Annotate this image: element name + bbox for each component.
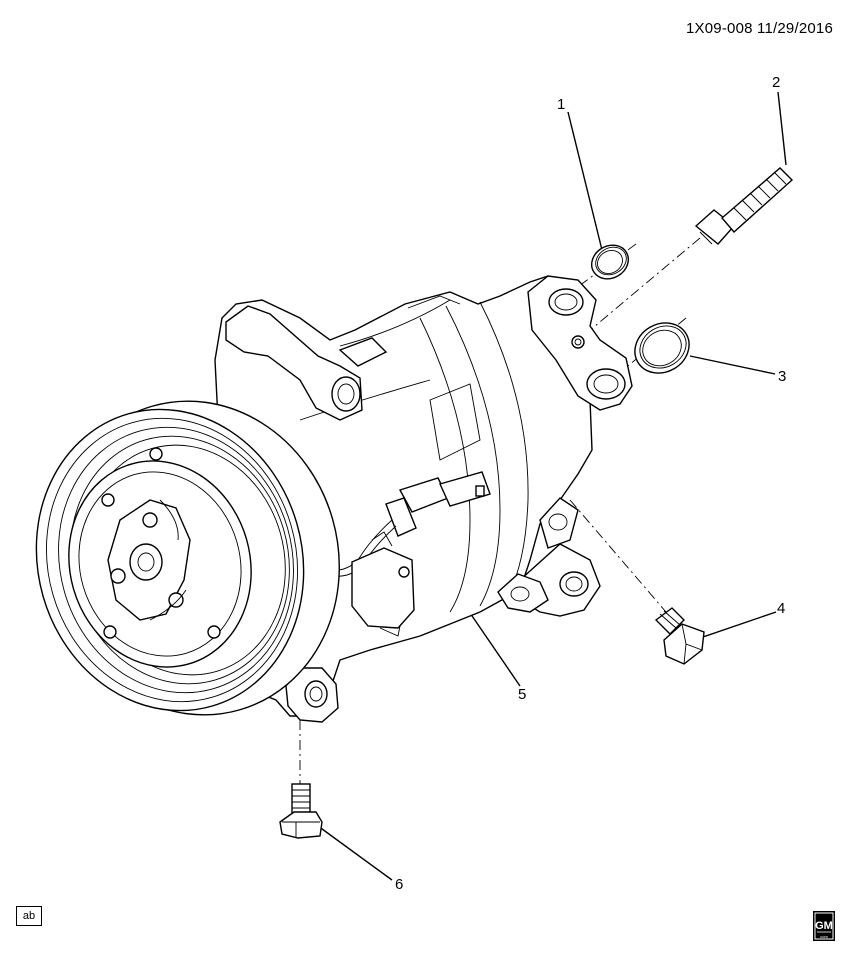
stud-hole bbox=[571, 335, 585, 349]
bolt-shank bbox=[291, 783, 311, 815]
hub-hole-1 bbox=[168, 592, 184, 608]
hub-rivet-1 bbox=[149, 447, 163, 461]
lower-bracket-hole bbox=[559, 571, 589, 597]
gm-logo-sub: com bbox=[820, 934, 828, 939]
discharge-port-inner bbox=[593, 374, 619, 394]
diagram-id: 1X09-008 11/29/2016 bbox=[686, 20, 833, 37]
part-3-seal bbox=[634, 322, 690, 374]
seal-1-mid bbox=[595, 246, 627, 276]
callout-1: 1 bbox=[557, 96, 566, 113]
part-2-stud bbox=[694, 167, 794, 245]
mount-hole-top-inner bbox=[337, 383, 355, 405]
hub-rivet-3 bbox=[103, 625, 117, 639]
electrical-connector bbox=[329, 471, 491, 637]
hub-arc-1 bbox=[159, 499, 179, 541]
connector-lug bbox=[497, 573, 549, 613]
ab-label: ab bbox=[16, 906, 42, 926]
leader-3 bbox=[689, 355, 776, 375]
seal-3-inner bbox=[642, 329, 682, 367]
seal-3-outer bbox=[634, 322, 690, 374]
gm-logo-box bbox=[813, 911, 835, 941]
valve-hex-edges bbox=[681, 623, 703, 665]
callout-4: 4 bbox=[777, 600, 786, 617]
manifold-plate bbox=[527, 275, 633, 411]
gm-logo: GM com bbox=[813, 911, 835, 941]
callout-2: 2 bbox=[772, 74, 781, 91]
axis-valve bbox=[569, 499, 667, 613]
top-ridge bbox=[407, 295, 461, 309]
callout-5: 5 bbox=[518, 686, 527, 703]
mount-hole-bottom-inner bbox=[309, 686, 323, 702]
leader-4 bbox=[699, 611, 777, 639]
gm-logo-letters: GM bbox=[815, 920, 833, 932]
clutch-plate-ring bbox=[78, 471, 242, 657]
mount-hole-bottom bbox=[304, 680, 328, 708]
solenoid-bracket bbox=[351, 547, 415, 629]
part-6-bolt bbox=[279, 783, 323, 839]
clutch-pulley bbox=[35, 400, 340, 716]
pulley-groove-2 bbox=[58, 426, 294, 694]
pulley-groove-1 bbox=[46, 417, 298, 703]
lower-bosses bbox=[285, 497, 601, 723]
hub-hole-2 bbox=[142, 512, 158, 528]
discharge-port bbox=[586, 368, 626, 400]
connector-clip bbox=[371, 531, 393, 547]
top-boss bbox=[338, 337, 388, 367]
valve-threads bbox=[659, 610, 681, 629]
seal-1-outer bbox=[591, 244, 629, 280]
leader-2 bbox=[777, 91, 787, 166]
leader-1 bbox=[567, 111, 603, 251]
gm-logo-frame bbox=[814, 912, 834, 940]
bolt-head-edges bbox=[282, 821, 320, 838]
suction-port-inner bbox=[554, 293, 578, 311]
housing-band-2 bbox=[445, 305, 501, 607]
hub-hole-3 bbox=[110, 568, 126, 584]
connector-lug-hole bbox=[510, 586, 530, 602]
leader-lines bbox=[317, 91, 787, 881]
bolt-threads bbox=[292, 789, 310, 809]
rear-panel bbox=[429, 383, 481, 461]
stud-thread-base bbox=[699, 231, 713, 245]
mount-hole-top bbox=[331, 376, 361, 412]
stud-hole-inner bbox=[574, 338, 582, 346]
leader-5 bbox=[467, 609, 521, 687]
solenoid-screw bbox=[398, 566, 410, 578]
valve-thread bbox=[654, 607, 685, 635]
bracket-tab bbox=[379, 625, 401, 637]
callout-6: 6 bbox=[395, 876, 404, 893]
hub-arc-2 bbox=[149, 589, 187, 621]
axis-stud bbox=[575, 237, 701, 343]
hub-rivet-4 bbox=[207, 625, 221, 639]
valve-boss bbox=[539, 497, 579, 549]
connector-latch bbox=[385, 497, 417, 537]
bolt-head bbox=[279, 811, 323, 839]
callout-3: 3 bbox=[778, 368, 787, 385]
housing-band-3 bbox=[479, 301, 529, 597]
shaft-nut bbox=[129, 543, 163, 581]
connector-body-2 bbox=[439, 471, 491, 507]
stud-threads bbox=[733, 171, 787, 221]
lower-bracket-hole-inner bbox=[565, 576, 583, 592]
shaft-center bbox=[137, 552, 155, 572]
leader-6 bbox=[317, 825, 393, 881]
part-4-valve bbox=[654, 607, 705, 665]
part-1-seal bbox=[591, 244, 629, 280]
housing-seam-2 bbox=[299, 379, 431, 421]
hub-rivet-2 bbox=[101, 493, 115, 507]
suction-port bbox=[548, 288, 584, 316]
mounting-ear-top bbox=[225, 305, 363, 421]
connector-pin bbox=[475, 485, 485, 497]
seal-3-mid bbox=[639, 325, 687, 369]
seal-1-inner bbox=[597, 250, 623, 274]
valve-port bbox=[548, 513, 568, 531]
housing-seam-1 bbox=[339, 299, 451, 347]
